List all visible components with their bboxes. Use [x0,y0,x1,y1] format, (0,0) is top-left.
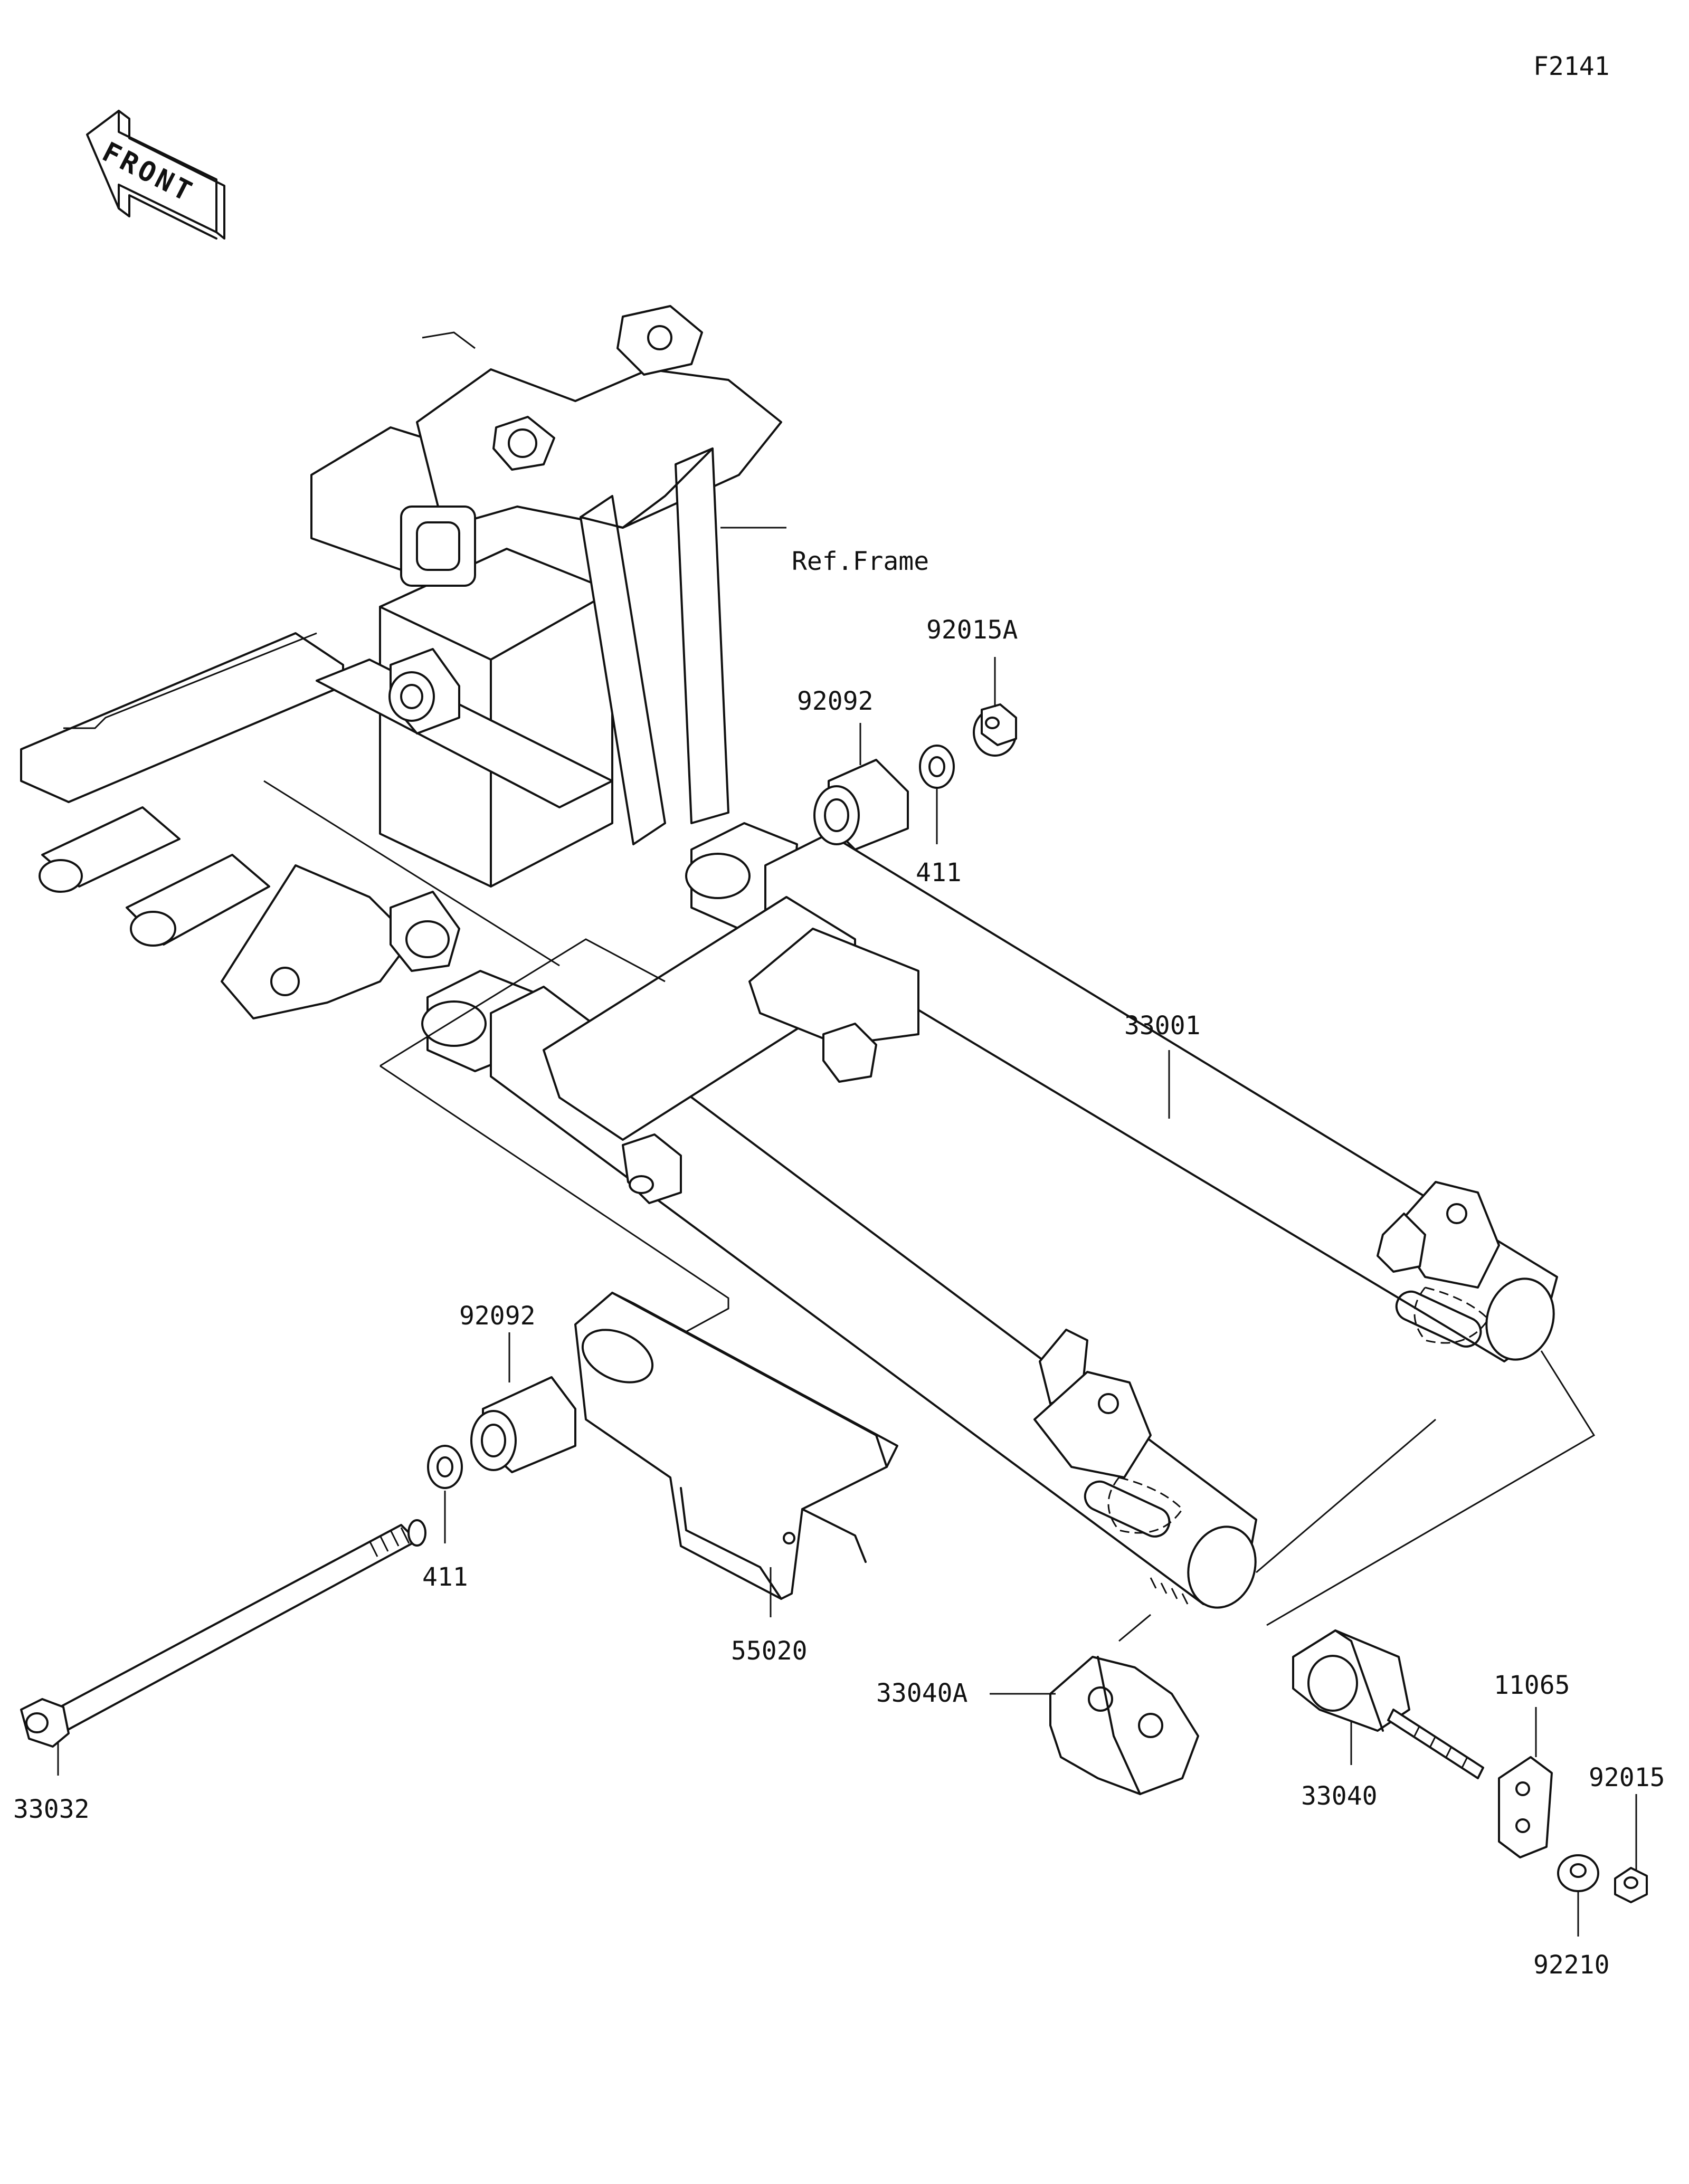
lock-nut-92210 [1557,1854,1599,1892]
bushing-top [813,759,909,851]
diagram-code: F2141 [1533,52,1610,81]
label-92015A: 92015A [926,615,1018,645]
label-ref-frame: Ref.Frame [792,547,929,576]
bushing-bottom [470,1376,576,1473]
flange-nut-top [973,703,1017,757]
adjuster-plate [1498,1756,1553,1858]
label-55020: 55020 [731,1636,808,1666]
label-33040A: 33040A [876,1678,967,1708]
swing-arm [379,822,1596,1642]
adjuster-bolt [1387,1709,1484,1779]
label-411-bottom: 411 [422,1562,468,1592]
leader-lines [57,527,1637,1937]
label-92092-bottom: 92092 [459,1301,536,1331]
pivot-shaft [20,1519,426,1748]
front-arrow-icon: FRONT [86,110,225,240]
washer-bottom [427,1445,463,1489]
nut-92015 [1614,1867,1648,1903]
label-33032: 33032 [13,1795,90,1824]
label-92210: 92210 [1533,1950,1610,1980]
label-33001: 33001 [1124,1011,1201,1041]
label-11065: 11065 [1494,1671,1570,1700]
label-92015: 92015 [1589,1763,1665,1792]
label-33040: 33040 [1301,1781,1378,1811]
chain-adjuster-plate [1049,1656,1199,1795]
chain-adjuster-block [1292,1629,1410,1732]
washer-top [919,745,955,789]
label-411-top: 411 [916,858,962,888]
label-92092-top: 92092 [797,686,874,716]
reference-frame [20,305,782,1019]
